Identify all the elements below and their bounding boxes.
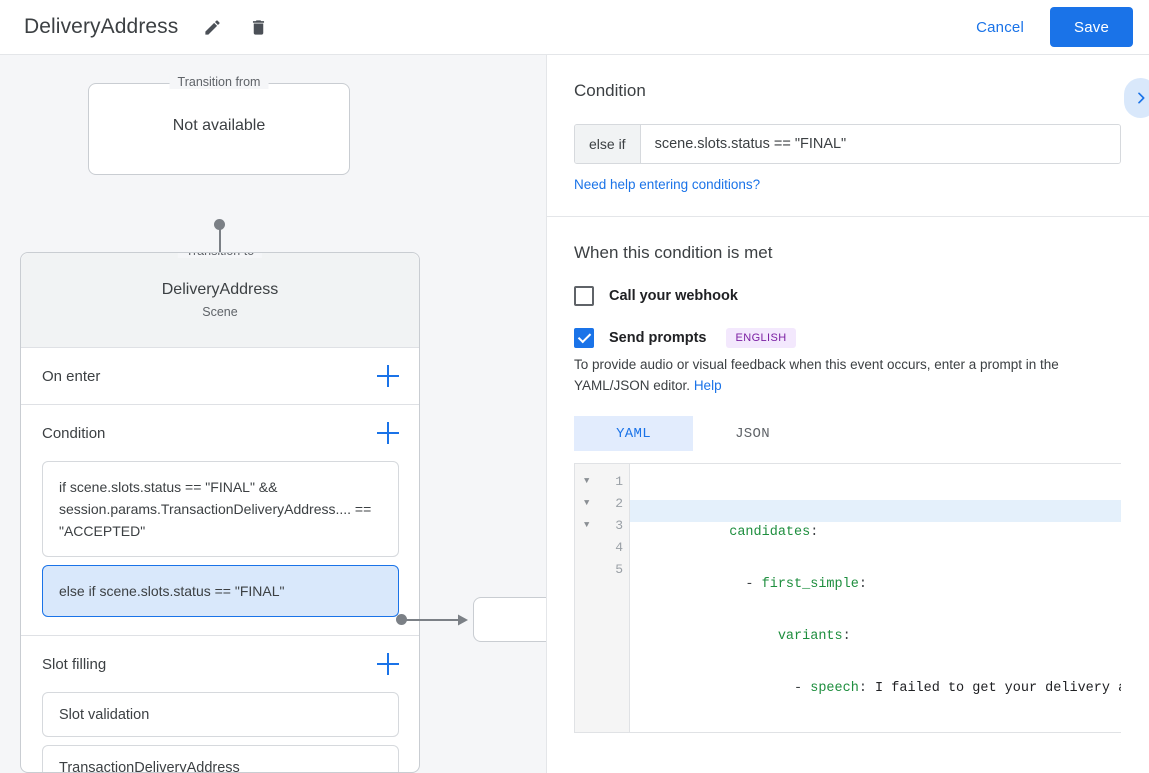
code-punct: :: [858, 681, 876, 696]
section-condition: Condition if scene.slots.status == "FINA…: [21, 405, 419, 636]
connector-line-horizontal: [401, 619, 463, 621]
transition-from-node[interactable]: Transition from Not available: [88, 75, 350, 175]
save-button[interactable]: Save: [1050, 7, 1133, 47]
code-indent: [729, 681, 794, 696]
code-punct: :: [810, 525, 819, 540]
code-line: - speech: I failed to get your delivery …: [630, 656, 1121, 696]
transition-to-node[interactable]: Transition to DeliveryAddress Scene On e…: [20, 252, 420, 773]
code-indent: [729, 577, 745, 592]
section-slot-filling: Slot filling Slot validation Transaction…: [21, 636, 419, 772]
scene-name: DeliveryAddress: [161, 281, 279, 298]
line-number: 5: [615, 561, 623, 577]
connector-arrow-right: [458, 614, 468, 626]
line-number: 4: [615, 539, 623, 555]
page-title: DeliveryAddress: [24, 15, 179, 38]
target-node[interactable]: [473, 597, 546, 642]
condition-card-selected[interactable]: else if scene.slots.status == "FINAL": [42, 565, 399, 617]
chevron-right-icon[interactable]: [1124, 78, 1149, 118]
fold-toggle-icon[interactable]: ▼: [584, 520, 590, 530]
call-webhook-checkbox[interactable]: [574, 286, 594, 306]
condition-header: Condition: [21, 405, 419, 461]
fold-placeholder: ▼: [575, 564, 599, 574]
app-header: DeliveryAddress Cancel Save: [0, 0, 1149, 55]
trash-icon[interactable]: [246, 15, 270, 39]
gutter-row: ▼5: [575, 558, 629, 580]
editor-content[interactable]: candidates: - first_simple: variants: - …: [630, 464, 1121, 732]
line-number: 1: [615, 473, 623, 489]
add-condition-plus-icon[interactable]: [377, 422, 399, 444]
code-key: candidates: [729, 525, 811, 540]
condition-card[interactable]: if scene.slots.status == "FINAL" && sess…: [42, 461, 399, 557]
webhook-row[interactable]: Call your webhook: [574, 286, 1121, 306]
editor-gutter: ▼1 ▼2 ▼3 ▼4 ▼5: [575, 464, 630, 732]
scene-header: DeliveryAddress Scene: [21, 253, 419, 348]
condition-input-row: else if: [574, 124, 1121, 164]
code-punct: :: [858, 577, 867, 592]
fold-placeholder: ▼: [575, 542, 599, 552]
code-editor[interactable]: ▼1 ▼2 ▼3 ▼4 ▼5 candidates: - first_simpl…: [574, 463, 1121, 733]
slot-card[interactable]: TransactionDeliveryAddress: [42, 745, 399, 772]
properties-panel: Condition else if Need help entering con…: [546, 55, 1149, 773]
editor-format-tabs: YAML JSON: [574, 416, 1121, 451]
code-punct: :: [842, 629, 851, 644]
code-key: first_simple: [761, 577, 859, 592]
on-enter-header: On enter: [21, 348, 419, 404]
gutter-row: ▼4: [575, 536, 629, 558]
transition-from-legend: Transition from: [169, 75, 269, 89]
gutter-row: ▼1: [575, 470, 629, 492]
slot-card[interactable]: Slot validation: [42, 692, 399, 737]
fold-toggle-icon[interactable]: ▼: [584, 476, 590, 486]
slot-filling-label: Slot filling: [42, 655, 107, 673]
connector-line-vertical: [219, 224, 221, 269]
code-line: candidates:: [630, 500, 1121, 540]
tab-json[interactable]: JSON: [735, 425, 770, 442]
add-on-enter-plus-icon[interactable]: [377, 365, 399, 387]
section-on-enter: On enter: [21, 348, 419, 405]
code-value: I failed to get your delivery address: [875, 681, 1121, 696]
flow-canvas[interactable]: Transition from Not available Transition…: [0, 55, 546, 773]
code-indent: [729, 629, 778, 644]
send-prompts-label: Send prompts: [609, 330, 707, 346]
gutter-row: ▼2: [575, 492, 629, 514]
code-line: variants:: [630, 604, 1121, 644]
cancel-button[interactable]: Cancel: [960, 11, 1040, 44]
code-dash: -: [745, 577, 762, 592]
panel-condition-section: Condition else if Need help entering con…: [547, 55, 1149, 217]
transition-from-title: Not available: [172, 117, 266, 134]
prompts-help-link[interactable]: Help: [693, 378, 722, 393]
line-number: 3: [615, 517, 623, 533]
scene-type: Scene: [202, 305, 238, 319]
code-key: speech: [810, 681, 859, 696]
gutter-row: ▼3: [575, 514, 629, 536]
panel-when-met-section: When this condition is met Call your web…: [547, 217, 1149, 733]
transition-to-legend: Transition to: [177, 253, 263, 258]
call-webhook-label: Call your webhook: [609, 288, 738, 304]
send-prompts-checkbox[interactable]: [574, 328, 594, 348]
when-met-title: When this condition is met: [574, 243, 773, 262]
condition-help-link[interactable]: Need help entering conditions?: [574, 177, 761, 192]
code-dash: -: [794, 681, 811, 696]
prompts-description-text: To provide audio or visual feedback when…: [574, 357, 1059, 393]
add-slot-plus-icon[interactable]: [377, 653, 399, 675]
fold-toggle-icon[interactable]: ▼: [584, 498, 590, 508]
condition-label: Condition: [42, 424, 106, 442]
language-badge: ENGLISH: [726, 328, 796, 348]
send-prompts-row[interactable]: Send prompts ENGLISH: [574, 328, 1121, 348]
code-key: variants: [777, 629, 843, 644]
tab-yaml[interactable]: YAML: [574, 416, 693, 451]
slot-filling-header: Slot filling: [21, 636, 419, 692]
prompts-description: To provide audio or visual feedback when…: [574, 354, 1121, 396]
panel-condition-title: Condition: [574, 81, 646, 100]
on-enter-label: On enter: [42, 367, 101, 385]
pencil-icon[interactable]: [200, 15, 224, 39]
code-line: - first_simple:: [630, 552, 1121, 592]
condition-prefix-label: else if: [575, 125, 641, 163]
line-number: 2: [615, 495, 623, 511]
condition-expression-input[interactable]: [640, 125, 1120, 163]
